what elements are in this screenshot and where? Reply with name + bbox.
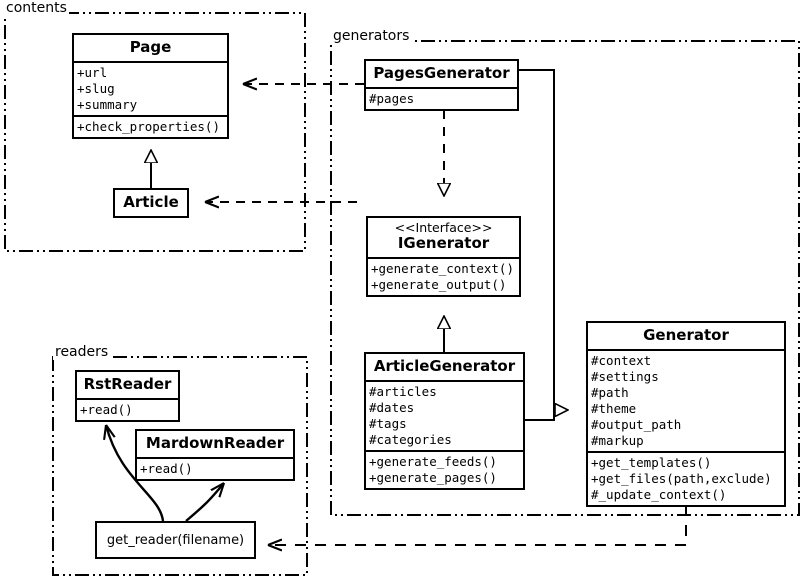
class-method: +generate_context()	[371, 261, 514, 276]
class-attribute: #pages	[369, 91, 415, 107]
class-attribute: #theme	[591, 401, 637, 417]
class-name-article: Article	[123, 193, 179, 211]
class-name-articlegenerator: ArticleGenerator	[373, 357, 516, 375]
class-attribute: #settings	[591, 369, 659, 385]
class-method: +generate_feeds()	[369, 454, 497, 470]
class-attribute: #output_path	[591, 417, 682, 433]
relation-pagesgenerator-to-generator	[519, 69, 568, 410]
class-attribute: #tags	[369, 416, 407, 432]
class-attribute: +summary	[77, 97, 138, 113]
class-method: +generate_output()	[371, 277, 507, 292]
class-name-igenerator: IGenerator	[397, 233, 490, 252]
class-name-page: Page	[129, 38, 172, 56]
class-methods-mardownreader: +read()	[137, 457, 293, 479]
class-attribute: #markup	[591, 433, 644, 449]
class-method: +read()	[80, 402, 133, 418]
class-attributes-articlegenerator: #articles #dates #tags #categories	[366, 380, 523, 450]
class-box-rstreader[interactable]: RstReader +read()	[75, 370, 180, 423]
class-methods-generator: +get_templates() +get_files(path,exclude…	[588, 451, 784, 505]
package-label-readers: readers	[53, 344, 111, 360]
class-attribute: #categories	[369, 432, 452, 448]
package-label-generators: generators	[331, 28, 412, 44]
class-name-rstreader: RstReader	[83, 375, 172, 393]
class-method: +read()	[140, 461, 193, 477]
class-methods-articlegenerator: +generate_feeds() +generate_pages()	[366, 450, 523, 488]
class-attribute: +url	[77, 65, 108, 81]
package-label-contents: contents	[4, 0, 69, 16]
class-box-igenerator[interactable]: <<Interface>> IGenerator +generate_conte…	[366, 216, 521, 297]
class-attribute: #articles	[369, 384, 437, 400]
class-attributes-generator: #context #settings #path #theme #output_…	[588, 349, 784, 451]
class-attribute: #context	[591, 353, 652, 369]
class-method: +check_properties()	[77, 119, 220, 135]
class-name-generator: Generator	[643, 326, 729, 344]
class-attribute: +slug	[77, 81, 115, 97]
class-method: +get_files(path,exclude)	[591, 471, 772, 487]
class-method: +generate_pages()	[369, 470, 497, 486]
class-methods-igenerator: +generate_context() +generate_output()	[368, 257, 519, 295]
class-stereotype-igenerator: <<Interface>>	[394, 220, 493, 235]
class-box-articlegenerator[interactable]: ArticleGenerator #articles #dates #tags …	[364, 352, 525, 491]
class-attribute: #dates	[369, 400, 415, 416]
class-attributes-page: +url +slug +summary	[74, 61, 227, 115]
class-method: +get_templates()	[591, 455, 712, 471]
function-box-get-reader[interactable]: get_reader(filename)	[95, 521, 256, 559]
relation-get-reader-to-mardownreader	[185, 483, 224, 522]
class-attribute: #path	[591, 385, 629, 401]
class-methods-rstreader: +read()	[77, 398, 178, 420]
class-box-article[interactable]: Article	[113, 188, 189, 219]
class-name-mardownreader: MardownReader	[145, 434, 285, 452]
relation-articlegenerator-to-generator	[525, 410, 555, 421]
function-box-label: get_reader(filename)	[106, 532, 245, 548]
class-name-pagesgenerator: PagesGenerator	[373, 64, 510, 82]
class-method: #_update_context()	[591, 487, 727, 503]
relation-generator-to-get-reader	[268, 505, 687, 545]
class-box-generator[interactable]: Generator #context #settings #path #them…	[586, 321, 786, 508]
class-box-page[interactable]: Page +url +slug +summary +check_properti…	[72, 33, 229, 140]
class-attributes-pagesgenerator: #pages	[366, 87, 517, 109]
class-box-mardownreader[interactable]: MardownReader +read()	[135, 429, 295, 482]
class-box-pagesgenerator[interactable]: PagesGenerator #pages	[364, 59, 519, 112]
class-methods-page: +check_properties()	[74, 115, 227, 137]
